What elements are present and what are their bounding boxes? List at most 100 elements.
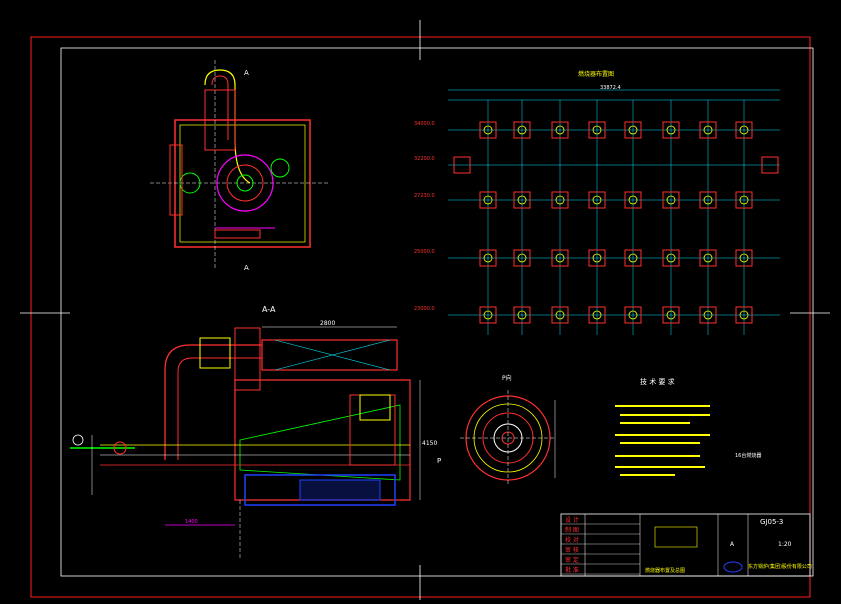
level-1: 34000.0 xyxy=(414,121,435,127)
technical-notes: 技 术 要 求 16台燃烧器 xyxy=(615,377,761,476)
burner-symbol xyxy=(624,306,642,324)
p-view-label: P向 xyxy=(502,374,512,382)
burner-symbol xyxy=(662,249,680,267)
burner-core xyxy=(739,125,749,135)
notes-title: 技 术 要 求 xyxy=(640,377,675,386)
burner-symbol xyxy=(551,249,569,267)
burner-symbol xyxy=(479,121,497,139)
burner-symbol xyxy=(624,249,642,267)
drawing-no: GJ05-3 xyxy=(760,518,783,526)
burner-symbol xyxy=(551,191,569,209)
company-logo xyxy=(723,561,743,573)
burner-core xyxy=(703,125,713,135)
burner-core xyxy=(592,125,602,135)
frame-border xyxy=(60,47,814,577)
burner-symbol xyxy=(513,121,531,139)
sheet-border xyxy=(30,36,811,598)
bottom-label: 燃烧器布置及总图 xyxy=(645,567,685,574)
title-block: 设 计制 图校 对审 核审 定批 准 GJ05-3 A 1:20 东方锅炉(集团… xyxy=(560,513,812,577)
burner-core xyxy=(628,310,638,320)
title-block-row-label: 设 计 xyxy=(565,516,579,524)
burner-symbol xyxy=(662,306,680,324)
burner-symbol xyxy=(662,121,680,139)
side-burner-symbol xyxy=(453,156,471,174)
section-marker-bottom: A xyxy=(244,264,249,272)
burner-symbol xyxy=(735,306,753,324)
p-view: P向 xyxy=(460,374,556,486)
dim-height: 4150 xyxy=(422,440,437,447)
burner-symbol xyxy=(551,121,569,139)
section-view: A-A 2800 4150 P 1400 xyxy=(70,305,441,560)
burner-core xyxy=(628,125,638,135)
burner-symbol xyxy=(662,191,680,209)
burner-symbol xyxy=(624,191,642,209)
burner-symbol xyxy=(513,249,531,267)
burner-core xyxy=(739,310,749,320)
burner-core xyxy=(483,125,493,135)
burner-symbol xyxy=(699,191,717,209)
plan-total-dim: 33872.4 xyxy=(600,85,621,91)
title-block-row-label: 审 核 xyxy=(565,546,579,554)
burner-symbol xyxy=(735,191,753,209)
burner-symbol xyxy=(513,306,531,324)
burner-symbol xyxy=(588,306,606,324)
burner-core xyxy=(517,195,527,205)
burner-symbol xyxy=(735,249,753,267)
scale: 1:20 xyxy=(778,541,792,548)
title-block-row-label: 校 对 xyxy=(565,536,579,544)
burner-symbol xyxy=(699,306,717,324)
burner-layout: 燃烧器布置图 33872.4 34000.0 32200.0 27230.0 2… xyxy=(414,70,780,335)
dim-left: 1400 xyxy=(185,519,198,525)
burner-core xyxy=(703,253,713,263)
plan-title: 燃烧器布置图 xyxy=(578,70,614,78)
burner-core xyxy=(592,195,602,205)
burner-core xyxy=(628,253,638,263)
burner-symbol xyxy=(588,249,606,267)
burner-symbol xyxy=(624,121,642,139)
burner-core xyxy=(739,195,749,205)
side-burner-symbol xyxy=(761,156,779,174)
burner-core xyxy=(517,310,527,320)
burner-core xyxy=(555,310,565,320)
title-block-row-label: 审 定 xyxy=(565,556,579,564)
burner-symbol xyxy=(479,191,497,209)
burner-core xyxy=(555,195,565,205)
burner-core xyxy=(483,253,493,263)
burner-core xyxy=(555,125,565,135)
title-block-row-label: 制 图 xyxy=(565,526,579,534)
title-block-row-label: 批 准 xyxy=(565,566,579,574)
burner-core xyxy=(666,253,676,263)
burner-symbol xyxy=(479,249,497,267)
burner-core xyxy=(666,195,676,205)
level-2: 32200.0 xyxy=(414,156,435,162)
burner-core xyxy=(592,253,602,263)
burner-core xyxy=(703,195,713,205)
section-title: A-A xyxy=(262,305,276,314)
burner-symbol xyxy=(588,191,606,209)
burner-core xyxy=(703,310,713,320)
center-ticks xyxy=(20,20,830,600)
burner-core xyxy=(483,195,493,205)
top-view: A A xyxy=(150,60,330,272)
level-3: 27230.0 xyxy=(414,193,435,199)
burner-symbol xyxy=(513,191,531,209)
burner-core xyxy=(517,253,527,263)
burner-symbol xyxy=(699,249,717,267)
burner-core xyxy=(555,253,565,263)
level-4: 25000.0 xyxy=(414,249,435,255)
level-5: 23000.0 xyxy=(414,306,435,312)
burner-core xyxy=(739,253,749,263)
burner-core xyxy=(628,195,638,205)
burner-core xyxy=(666,125,676,135)
burner-core xyxy=(666,310,676,320)
revision: A xyxy=(730,541,735,548)
view-p-marker: P xyxy=(437,457,441,465)
notes-extra: 16台燃烧器 xyxy=(735,452,761,459)
section-marker-top: A xyxy=(244,69,249,77)
burner-symbol xyxy=(735,121,753,139)
dim-width: 2800 xyxy=(320,320,335,327)
burner-symbol xyxy=(588,121,606,139)
burner-symbol xyxy=(551,306,569,324)
burner-core xyxy=(483,310,493,320)
